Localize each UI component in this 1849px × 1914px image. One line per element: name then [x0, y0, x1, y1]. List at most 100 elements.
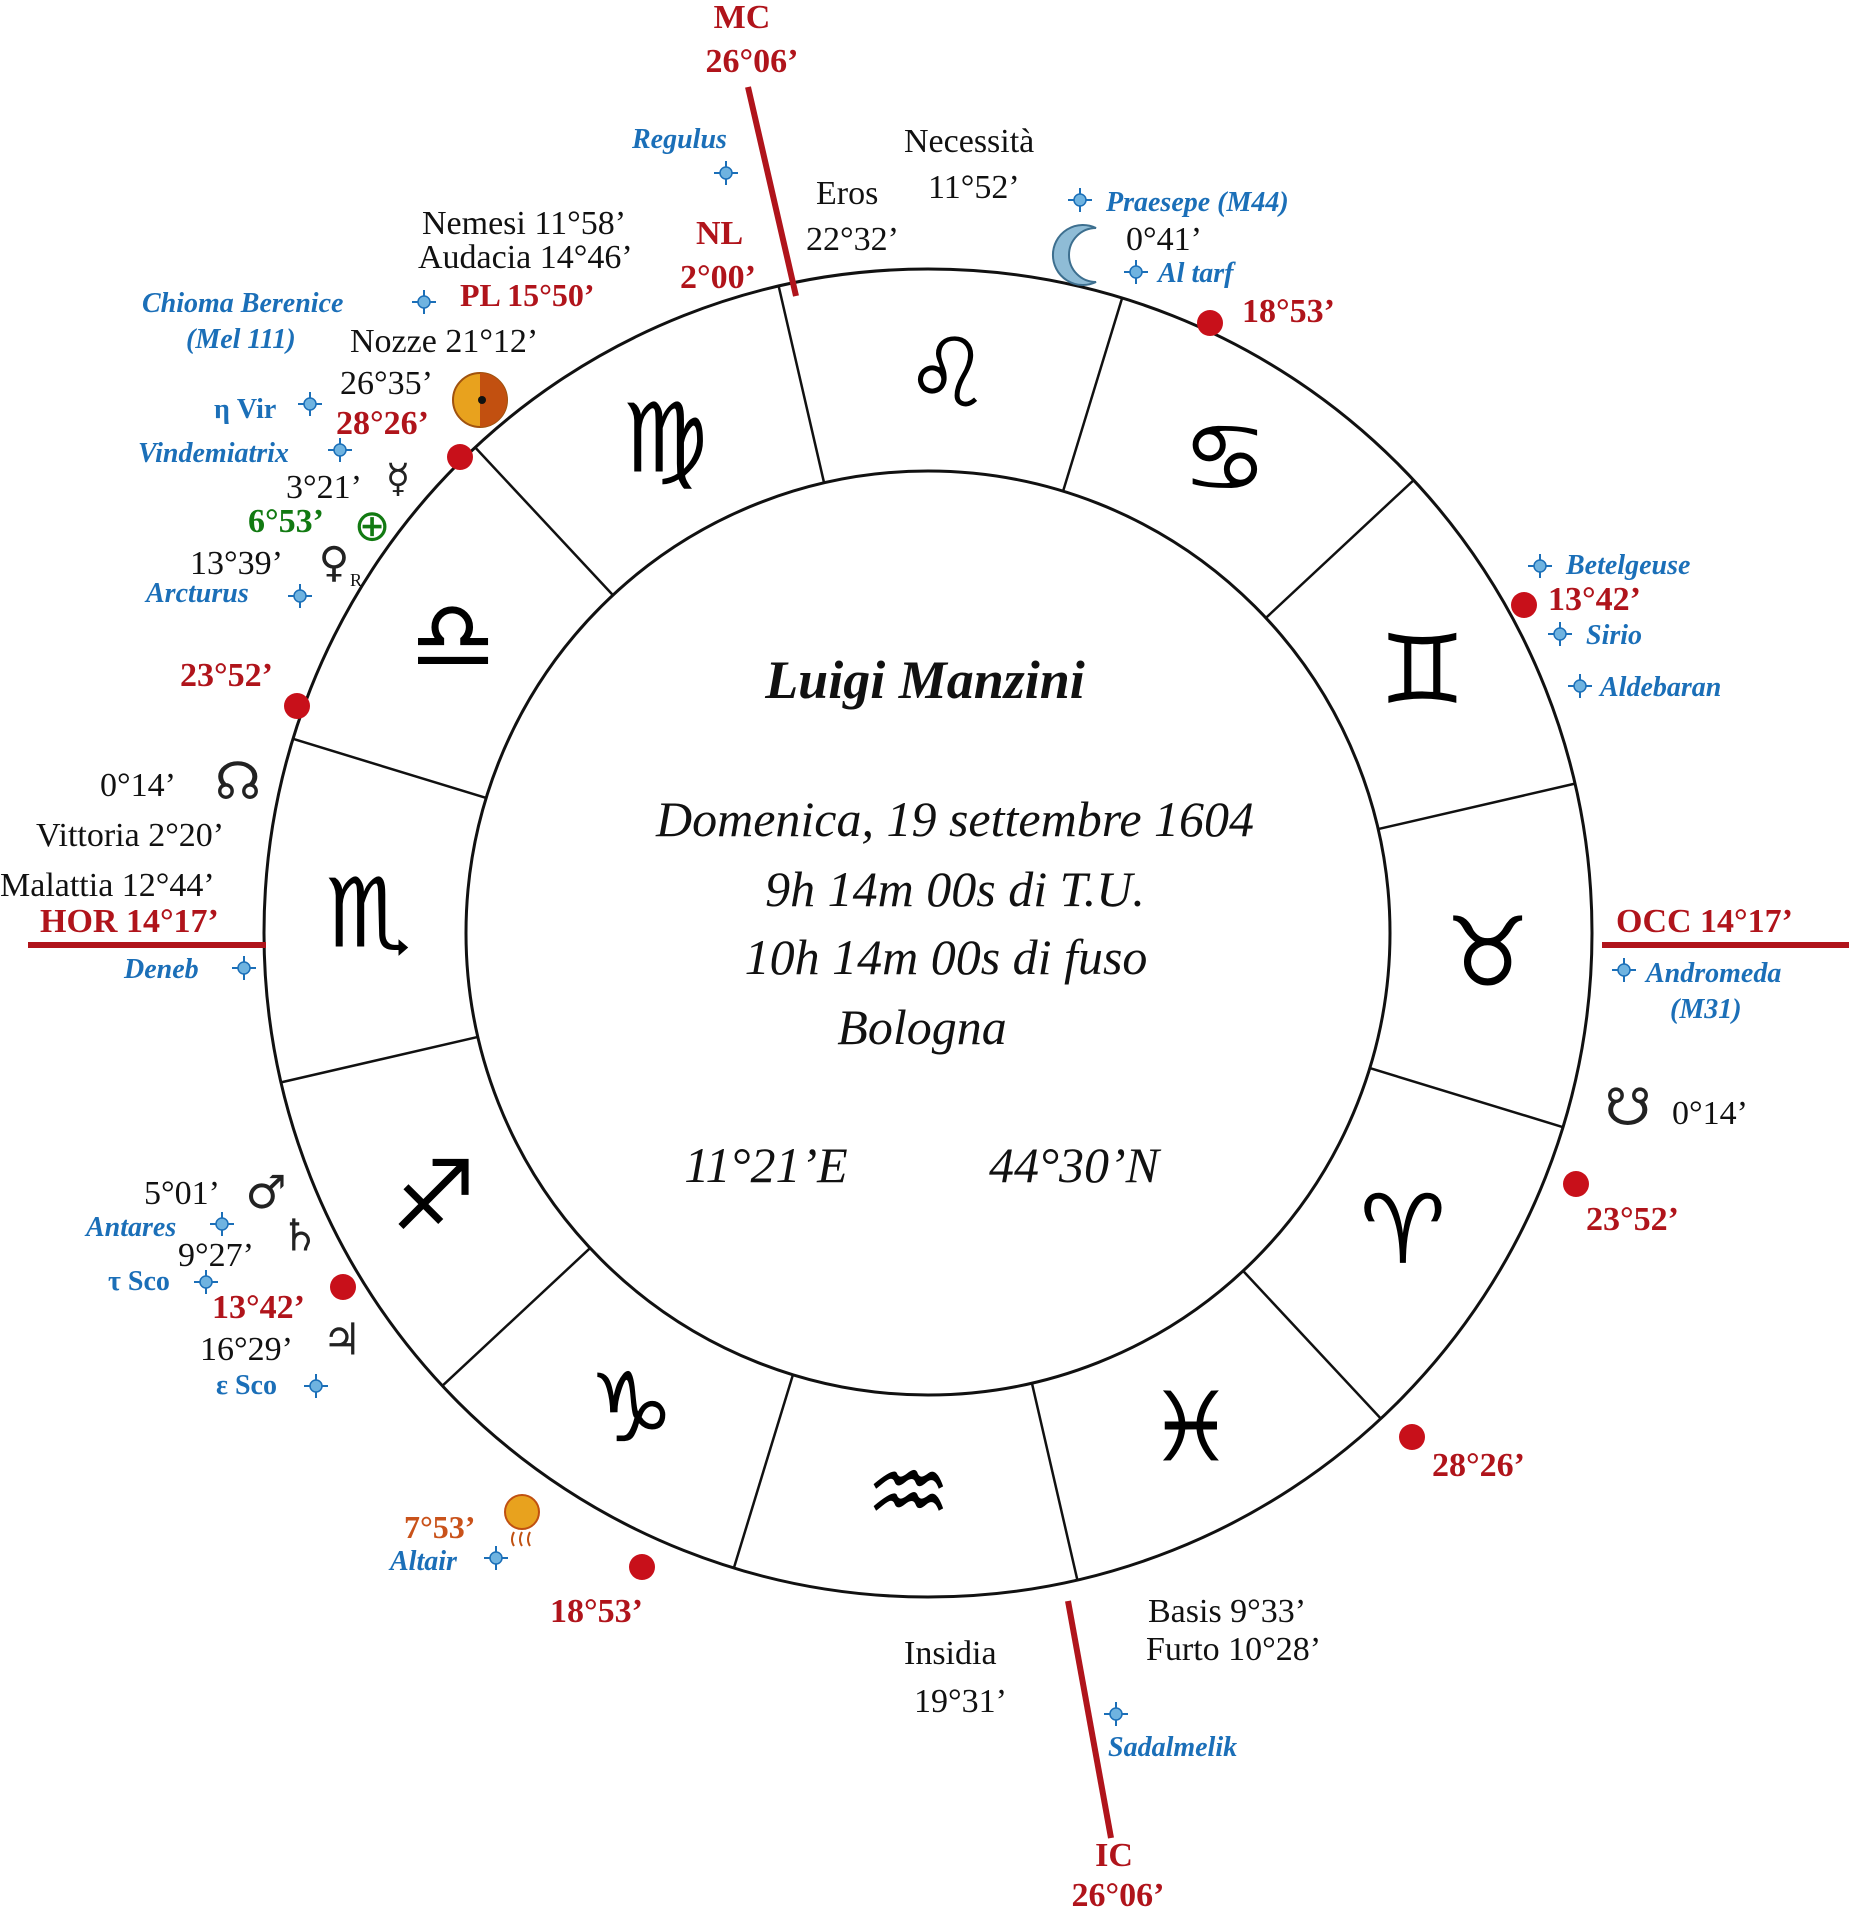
- moon-icon: [1052, 224, 1097, 286]
- saturn-degree: 9°27’: [178, 1237, 254, 1274]
- sign-libra-icon: ♎: [410, 580, 496, 692]
- star-vindemiatrix: Vindemiatrix: [138, 438, 289, 469]
- cusp-dot: [1399, 1424, 1425, 1450]
- north-node-degree: 0°14’: [100, 767, 176, 804]
- sign-divider: [732, 1374, 795, 1569]
- sign-pisces-icon: ♓: [1148, 1371, 1234, 1483]
- point-nl: NL: [696, 215, 743, 252]
- star-marker-icon: [484, 1546, 508, 1570]
- earth-icon: ⊕: [354, 501, 391, 552]
- star-tau-sco: τ Sco: [108, 1266, 170, 1297]
- house-cusps: 18°53’ 13°42’ 23°52’ 28°26’ 18°53’ 13°42…: [180, 293, 1679, 1630]
- star-chioma-berenice: Chioma Berenice: [142, 288, 343, 319]
- chart-center-info: Luigi Manzini Domenica, 19 settembre 160…: [655, 650, 1254, 1193]
- star-marker-icon: [298, 392, 322, 416]
- cusp-dot: [1197, 310, 1223, 336]
- sign-gemini-icon: ♊: [1379, 614, 1465, 726]
- point-insidia: Insidia: [904, 1635, 997, 1672]
- point-basis: Basis 9°33’: [1148, 1593, 1306, 1630]
- point-vittoria: Vittoria 2°20’: [36, 817, 224, 854]
- sign-divider: [1265, 479, 1415, 619]
- star-marker-icon: [714, 161, 738, 185]
- star-marker-icon: [232, 956, 256, 980]
- ic-degree: 26°06’: [1072, 1877, 1165, 1914]
- star-arcturus: Arcturus: [144, 578, 249, 609]
- point-nozze: Nozze 21°12’: [350, 323, 538, 360]
- planet-glyphs: ☿ ⊕ ♀ R ☊ ☋ ♂ ♄ ♃: [215, 224, 1651, 1547]
- star-praesepe: Praesepe (M44): [1105, 187, 1289, 218]
- point-malattia: Malattia 12°44’: [0, 867, 215, 904]
- star-sadalmelik: Sadalmelik: [1108, 1732, 1237, 1763]
- sign-divider: [777, 285, 826, 484]
- cusp-label: 13°42’: [212, 1289, 305, 1326]
- comet-icon: [504, 1494, 540, 1547]
- zodiac-signs: ♌♋♊♉♈♓♒♑♐♏♎♍: [325, 317, 1530, 1548]
- star-marker-icon: [1612, 958, 1636, 982]
- south-node-degree: 0°14’: [1672, 1095, 1748, 1132]
- star-marker-icon: [1528, 554, 1552, 578]
- jupiter-degree: 16°29’: [200, 1331, 293, 1368]
- mc-degree: 26°06’: [706, 43, 799, 80]
- cusp-label: 18°53’: [1242, 293, 1335, 330]
- outer-circle: [262, 267, 1594, 1599]
- moon-degree: 0°41’: [1126, 221, 1202, 258]
- sign-cancer-icon: ♋: [1182, 402, 1268, 514]
- star-altair: Altair: [388, 1546, 458, 1577]
- sign-capricorn-icon: ♑: [588, 1352, 674, 1464]
- star-eta-vir: η Vir: [214, 394, 276, 425]
- earth-degree: 6°53’: [248, 503, 324, 540]
- point-eros: Eros: [816, 175, 878, 212]
- point-furto: Furto 10°28’: [1146, 1631, 1321, 1668]
- star-marker-icon: [1068, 188, 1092, 212]
- fixed-stars: Regulus Praesepe (M44) Al tarf Chioma Be…: [84, 124, 1781, 1763]
- birth-place: Bologna: [837, 999, 1006, 1055]
- sign-aquarius-icon: ♒: [865, 1437, 951, 1549]
- point-nl-degree: 2°00’: [680, 259, 756, 296]
- comet-degree: 7°53’: [404, 1509, 475, 1545]
- venus-degree: 13°39’: [190, 545, 283, 582]
- mars-icon: ♂: [245, 1165, 286, 1219]
- occ-label: OCC 14°17’: [1616, 903, 1793, 940]
- point-pl: PL 15°50’: [460, 277, 595, 313]
- cusp-label: 28°26’: [1432, 1447, 1525, 1484]
- sign-divider: [1377, 782, 1576, 831]
- mercury-icon: ☿: [386, 456, 411, 502]
- saturn-icon: ♄: [280, 1211, 319, 1262]
- sign-divider: [474, 446, 614, 596]
- sign-divider: [441, 1247, 591, 1387]
- fixed-star-markers: [194, 161, 1636, 1726]
- sign-divider: [1242, 1270, 1382, 1420]
- star-marker-icon: [1548, 622, 1572, 646]
- cusp-dot: [629, 1554, 655, 1580]
- mc-axis-line: [745, 86, 799, 297]
- star-aldebaran: Aldebaran: [1598, 672, 1721, 703]
- star-marker-icon: [1568, 674, 1592, 698]
- birth-date: Domenica, 19 settembre 1604: [655, 791, 1254, 847]
- sign-divider: [1030, 1382, 1079, 1581]
- jupiter-icon: ♃: [322, 1315, 361, 1366]
- point-insidia-degree: 19°31’: [914, 1683, 1007, 1720]
- sign-virgo-icon: ♍: [622, 383, 708, 495]
- sign-divider: [1369, 1066, 1564, 1129]
- birth-time-ut: 9h 14m 00s di T.U.: [765, 861, 1145, 917]
- star-deneb: Deneb: [123, 954, 199, 985]
- star-marker-icon: [328, 438, 352, 462]
- star-marker-icon: [210, 1212, 234, 1236]
- hor-label: HOR 14°17’: [40, 903, 219, 940]
- point-audacia: Audacia 14°46’: [418, 239, 633, 276]
- sign-dividers: [280, 285, 1576, 1581]
- cusp-label: 18°53’: [550, 1593, 643, 1630]
- point-eros-degree: 22°32’: [806, 221, 899, 258]
- mars-degree: 5°01’: [144, 1175, 220, 1212]
- cusp-label: 28°26’: [336, 405, 429, 442]
- sign-divider: [1061, 297, 1124, 492]
- latitude: 44°30’N: [989, 1137, 1162, 1193]
- star-andromeda: Andromeda: [1644, 958, 1781, 989]
- longitude: 11°21’E: [684, 1137, 847, 1193]
- star-sirio: Sirio: [1586, 620, 1642, 651]
- star-marker-icon: [1124, 260, 1148, 284]
- ic-axis-line: [1065, 1600, 1114, 1839]
- star-chioma-berenice-code: (Mel 111): [186, 324, 296, 355]
- star-marker-icon: [1104, 1702, 1128, 1726]
